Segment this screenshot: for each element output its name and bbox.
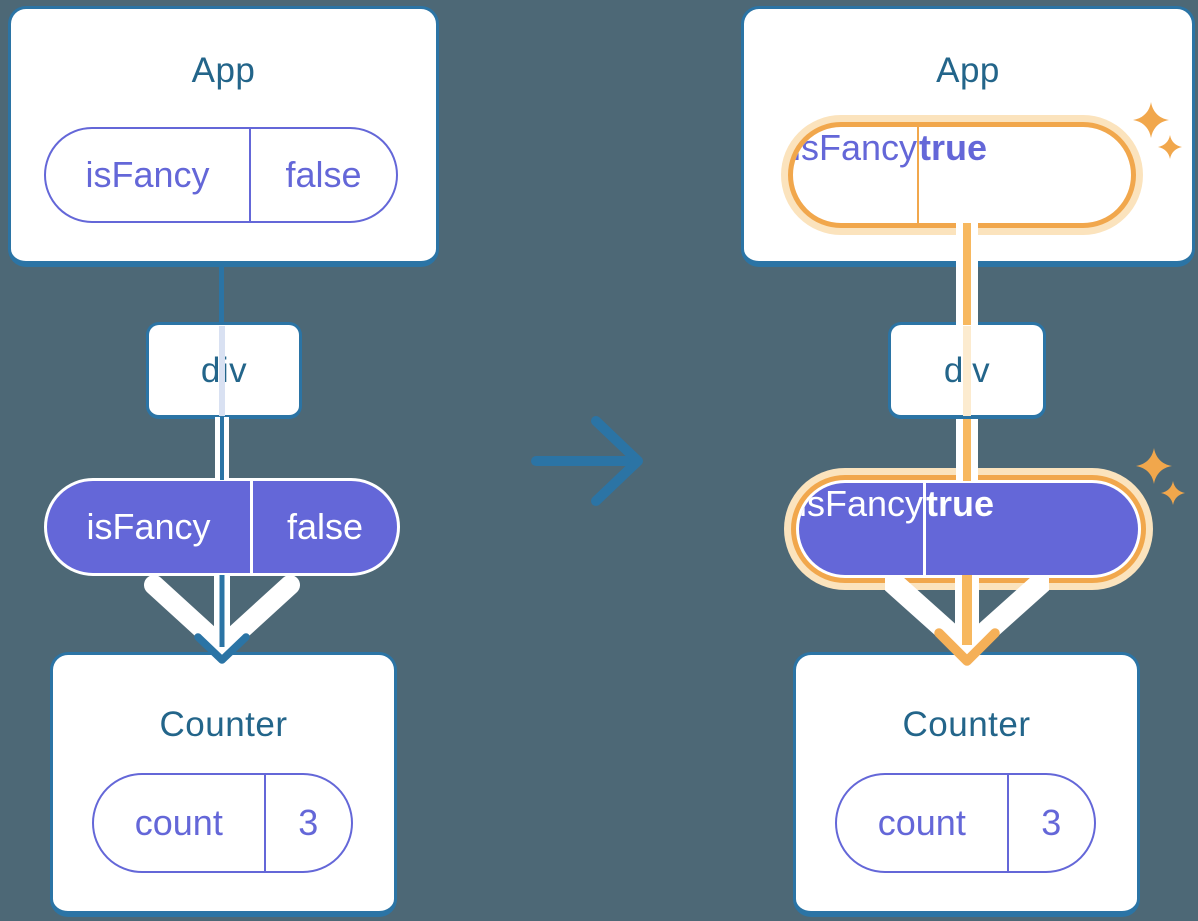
sparkle-small (1161, 481, 1185, 505)
prop-value-cell: true (926, 483, 995, 524)
connector-stripe (956, 419, 963, 481)
app-title: App (191, 51, 256, 90)
prop-value-cell: true (919, 127, 988, 168)
prop-name-cell: isFancy (799, 483, 924, 524)
state-pill: count 3 (92, 773, 353, 873)
state-value-cell: 3 (1041, 802, 1062, 843)
pill-divider (250, 481, 253, 573)
counter-title: Counter (902, 705, 1031, 744)
connector-stripe (956, 223, 963, 325)
arrow-shaft-core (219, 575, 225, 647)
props-pill: isFancy true (793, 127, 1131, 223)
transition-arrow-icon (531, 416, 643, 506)
arrowhead (934, 628, 1000, 666)
pill-divider (1006, 775, 1009, 871)
div-to-pill-connector (956, 419, 978, 481)
pill-divider (923, 483, 927, 575)
arrow-shaft-core (962, 575, 972, 645)
prop-name-cell: isFancy (793, 127, 918, 168)
sparkle-large (1136, 448, 1172, 484)
div-to-pill-connector (215, 417, 229, 480)
sparkle-icon (1136, 448, 1185, 505)
props-pill: isFancy false (44, 127, 398, 223)
prop-value-cell: false (285, 154, 362, 195)
connector-stripe (224, 417, 229, 480)
connector-stripe (220, 417, 224, 480)
sparkle-icon (1133, 102, 1182, 159)
pill-divider (249, 129, 251, 221)
state-pill: count 3 (835, 773, 1096, 873)
state-name-cell: count (877, 802, 966, 843)
connector-stripe (963, 419, 971, 481)
passed-props-pill: isFancy true (799, 483, 1138, 575)
connector-stripe (215, 417, 220, 480)
prop-name-cell: isFancy (85, 154, 210, 195)
connector-stripe (963, 223, 971, 325)
prop-name-cell: isFancy (86, 506, 211, 547)
app-title: App (936, 51, 1000, 90)
sparkle-small (1158, 135, 1182, 159)
arrowhead (194, 633, 250, 664)
sparkle-large (1133, 102, 1169, 138)
app-to-div-connector (219, 264, 224, 326)
pill-divider (263, 775, 266, 871)
counter-title: Counter (159, 705, 288, 744)
arrowhead (591, 416, 643, 506)
prop-value-cell: false (286, 506, 364, 547)
connector-stripe (971, 419, 978, 481)
state-name-cell: count (134, 802, 223, 843)
app-to-div-connector (956, 223, 978, 325)
highlight-ring: isFancy true (788, 122, 1136, 228)
prop-passthrough-line (219, 326, 225, 416)
highlight-ring: isFancy true (791, 475, 1146, 583)
state-value-cell: 3 (298, 802, 319, 843)
connector-stripe (971, 223, 978, 325)
pill-divider (917, 127, 920, 223)
passed-props-pill: isFancy false (44, 478, 400, 576)
flow-arrow-icon (885, 575, 1049, 666)
flow-arrow-icon (144, 575, 300, 664)
prop-passthrough-line (963, 326, 971, 416)
